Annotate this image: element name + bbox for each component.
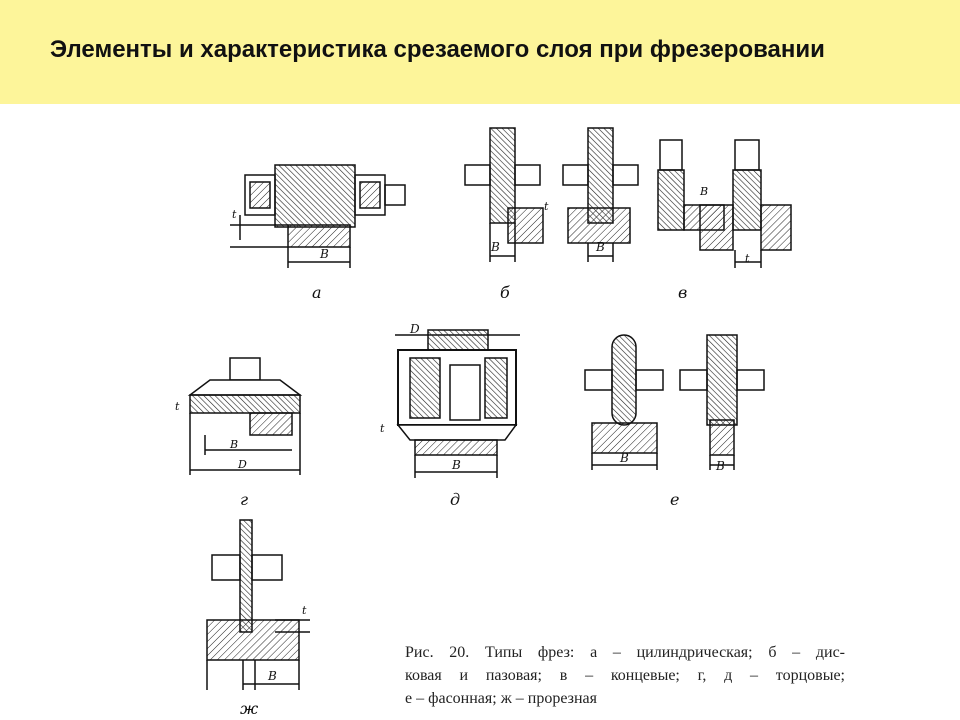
dim-b-a: B bbox=[319, 247, 329, 261]
cutter-g-face bbox=[187, 357, 303, 475]
label-d: д bbox=[450, 490, 460, 509]
dim-b-b2: B bbox=[595, 240, 605, 254]
dim-b-d: B bbox=[451, 458, 461, 472]
label-g: г bbox=[240, 490, 248, 509]
dim-b-e1: B bbox=[619, 451, 629, 465]
cutter-b-disk bbox=[464, 127, 639, 262]
label-zh: ж bbox=[240, 699, 259, 718]
cutter-e-form bbox=[584, 334, 765, 470]
dim-b-zh: B bbox=[267, 669, 277, 683]
dim-b-b1: B bbox=[490, 240, 500, 254]
figure-caption: Рис. 20. Типы фрез: а – цилиндрическая; … bbox=[405, 641, 845, 710]
dim-d-d: D bbox=[409, 322, 420, 336]
title-bar: Элементы и характеристика срезаемого сло… bbox=[0, 0, 960, 104]
dim-b-g: B bbox=[229, 438, 238, 451]
dim-t-g: t bbox=[175, 400, 180, 413]
cutter-zh-slitting bbox=[206, 519, 310, 690]
label-e: е bbox=[670, 490, 679, 509]
label-a: а bbox=[312, 283, 322, 302]
caption-line-3: е – фасонная; ж – прорезная bbox=[405, 690, 597, 707]
dim-t-a: t bbox=[232, 208, 237, 221]
dim-d-g: D bbox=[237, 458, 247, 471]
label-b: б bbox=[500, 283, 510, 302]
label-v: в bbox=[678, 283, 687, 302]
dim-b-e2: B bbox=[715, 459, 725, 473]
cutter-a-cylindrical bbox=[230, 164, 406, 268]
dim-t-d: t bbox=[380, 422, 385, 435]
cutter-d-face bbox=[395, 329, 520, 478]
dim-t-v: t bbox=[745, 252, 750, 265]
caption-line-2: ковая и пазовая; в – концевые; г, д – то… bbox=[405, 667, 845, 684]
slide-title: Элементы и характеристика срезаемого сло… bbox=[50, 36, 825, 63]
dim-t-b: t bbox=[544, 200, 549, 213]
cutter-v-end bbox=[657, 139, 792, 268]
dim-t-zh: t bbox=[302, 604, 307, 617]
caption-line-1: Рис. 20. Типы фрез: а – цилиндрическая; … bbox=[405, 644, 845, 661]
dim-b-v: B bbox=[699, 185, 708, 198]
